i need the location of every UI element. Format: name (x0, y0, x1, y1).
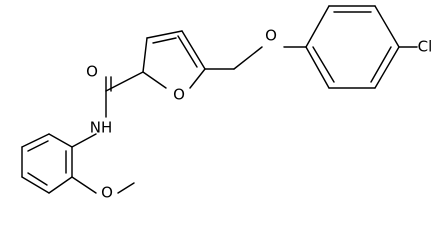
chlorophenyl-ring (305, 5, 400, 89)
furan-carbonyl-bond (105, 71, 144, 92)
amide-nitrogen-label: NH (90, 119, 113, 137)
chlorine-label: Cl (418, 38, 433, 56)
furan-ring (142, 30, 206, 89)
nitrogen-aryl-bond (71, 133, 97, 148)
aryl-methoxy-oxygen-bond (71, 176, 97, 194)
methoxyphenyl-ring (21, 133, 73, 194)
carbonyl-oxygen-label: O (86, 63, 98, 81)
furan-oxygen-label: O (173, 86, 185, 104)
methoxy-oxygen-label: O (101, 184, 113, 202)
methoxy-carbon-bond (117, 182, 135, 194)
molecule-structure: Cl O O O NH O (21, 5, 433, 202)
ether-oxygen-label: O (265, 27, 277, 45)
ether-methylene-bond (233, 46, 263, 70)
chemical-structure-diagram: Cl O O O NH O (21, 5, 433, 202)
